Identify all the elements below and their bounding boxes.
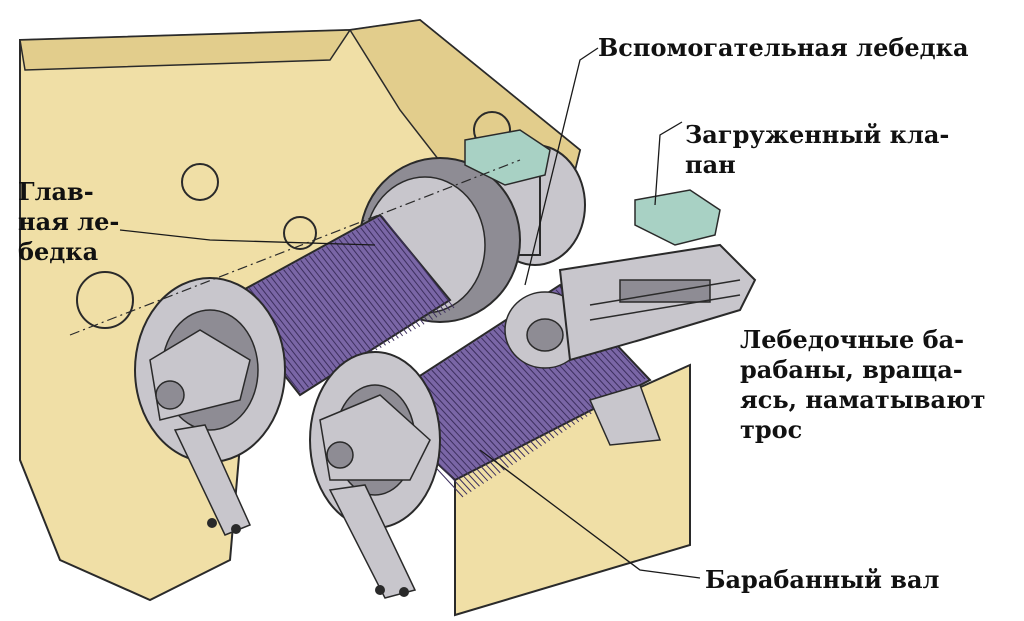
rope-winding: [291, 264, 365, 358]
rope-winding: [364, 225, 438, 318]
rope-winding: [452, 356, 538, 450]
rope-winding: [317, 250, 391, 344]
rope-winding: [347, 234, 421, 327]
leader-loaded-valve: [654, 121, 683, 206]
rope-winding: [274, 274, 348, 367]
rope-winding: [418, 377, 505, 471]
rope-winding: [472, 342, 559, 436]
leader-lines: [119, 47, 701, 579]
rope-winding: [427, 372, 514, 466]
leader-main-winch: [119, 229, 376, 246]
rope-winding: [330, 243, 404, 337]
main-winch-drum: [134, 213, 455, 536]
label-loaded-valve: Загруженный кла- пан: [685, 120, 950, 179]
rope-winding: [435, 367, 522, 460]
rope-winding: [476, 340, 563, 433]
leader-aux-winch: [524, 47, 599, 286]
rope-winding: [489, 332, 576, 425]
rope-winding: [368, 222, 442, 316]
rope-winding: [373, 220, 446, 313]
label-winch-drums: Лебедочные ба- рабаны, враща- ясь, намат…: [740, 325, 986, 444]
rope-winding: [266, 278, 339, 372]
rope-winding: [283, 269, 357, 362]
rope-winding: [313, 253, 386, 346]
rope-winding: [481, 337, 567, 431]
rope-winding: [468, 345, 555, 439]
rope-winding: [377, 218, 451, 311]
leader-drum-shaft: [479, 449, 701, 579]
rope-winding: [287, 267, 361, 360]
label-auxiliary-winch: Вспомогательная лебедка: [598, 33, 969, 62]
rope-winding: [351, 232, 425, 325]
drum-axis-line: [69, 159, 521, 336]
rope-winding: [464, 348, 551, 442]
rope-winding: [270, 276, 344, 369]
rope-winding: [278, 271, 352, 365]
rope-winding: [325, 246, 399, 339]
rope-winding: [485, 334, 571, 428]
rope-winding: [431, 369, 518, 463]
rope-winding: [308, 255, 382, 348]
loaded-valve: [464, 129, 721, 246]
rope-winding: [381, 215, 455, 309]
rope-winding: [460, 351, 547, 444]
rope-winding: [253, 285, 327, 379]
rope-winding: [343, 236, 416, 330]
rope-winding: [296, 262, 369, 355]
rope-winding: [261, 281, 335, 374]
rope-winding: [257, 283, 331, 376]
rope-winding: [360, 227, 434, 320]
rope-winding: [334, 241, 408, 334]
label-main-winch: Глав- ная ле- бедка: [18, 177, 120, 266]
label-drum-shaft: Барабанный вал: [705, 565, 940, 594]
rope-winding: [338, 239, 412, 332]
rope-winding: [443, 361, 530, 455]
rope-winding: [423, 375, 509, 468]
rope-winding: [321, 248, 395, 341]
drum-shaft-assembly: [558, 243, 757, 446]
rope-winding: [304, 257, 378, 351]
rope-winding: [456, 353, 542, 447]
front-winch-drum: [309, 283, 652, 599]
rope-winding: [439, 364, 526, 458]
rope-winding: [447, 359, 534, 452]
rope-winding: [300, 260, 374, 353]
